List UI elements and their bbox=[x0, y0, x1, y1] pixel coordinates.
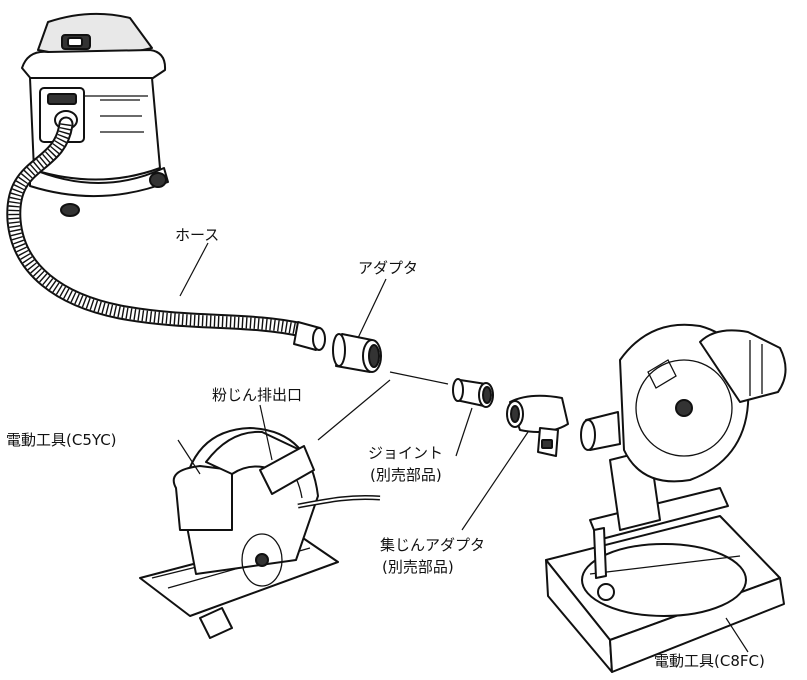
miter-saw bbox=[545, 323, 787, 673]
label-joint: ジョイント bbox=[368, 444, 444, 462]
label-tool-c5yc: 電動工具(C5YC) bbox=[6, 431, 117, 449]
label-adapter: アダプタ bbox=[358, 259, 419, 277]
dust-collection-adapter bbox=[506, 394, 569, 457]
label-tool-c8fc: 電動工具(C8FC) bbox=[654, 652, 765, 670]
circular-saw bbox=[139, 427, 381, 639]
label-hose: ホース bbox=[175, 226, 220, 244]
hose bbox=[6, 116, 326, 351]
joint bbox=[452, 378, 494, 408]
vacuum-cleaner bbox=[21, 12, 169, 217]
label-joint-note: (別売部品) bbox=[370, 466, 442, 484]
label-dust-adapter: 集じんアダプタ bbox=[380, 536, 486, 554]
adapter bbox=[332, 333, 382, 373]
label-dust-outlet: 粉じん排出口 bbox=[212, 386, 303, 404]
leader-lines bbox=[177, 242, 749, 653]
label-dust-adapter-note: (別売部品) bbox=[382, 558, 454, 576]
